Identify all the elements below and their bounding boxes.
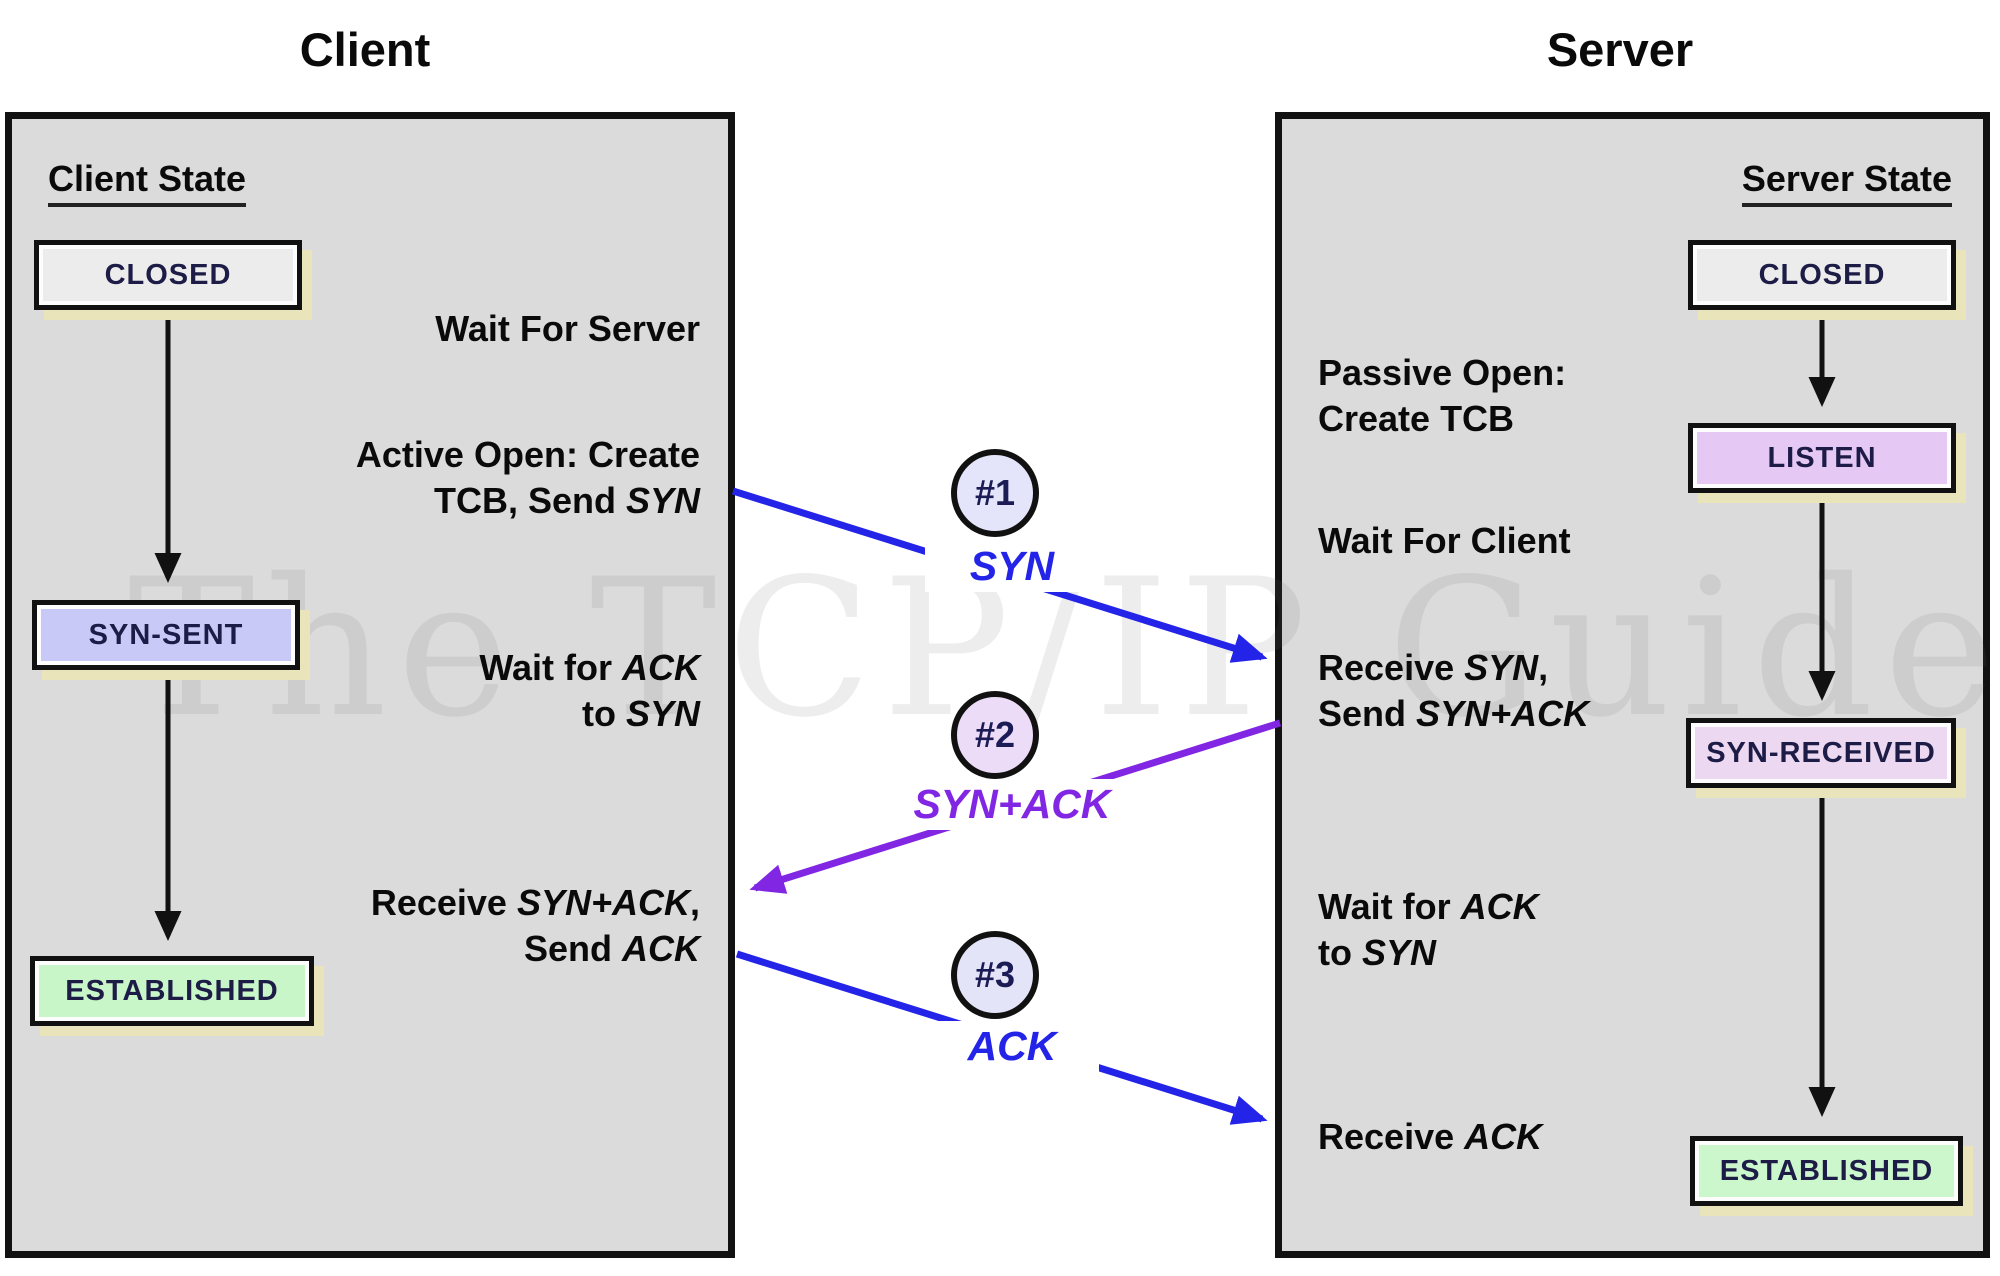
- annotation-text-segment: ACK: [1464, 1116, 1543, 1157]
- annotation-text-segment: Receive: [1318, 647, 1465, 688]
- message-1-label: SYN: [925, 541, 1099, 592]
- server-state-closed-label: CLOSED: [1697, 249, 1947, 301]
- client-state-syn-sent: SYN-SENT: [32, 600, 300, 670]
- annotation-text-segment: Create TCB: [1318, 398, 1515, 440]
- server-state-header: Server State: [1741, 158, 1952, 207]
- annotation-text-segment: SYN+ACK: [1416, 693, 1590, 735]
- annotation-text-segment: Passive Open:: [1318, 352, 1567, 393]
- annotation-text-segment: ACK: [622, 928, 700, 970]
- client-annotation-wait-for-ack: Wait for ACK to SYN: [479, 645, 700, 737]
- server-annotation-passive-open: Passive Open: Create TCB: [1318, 350, 1566, 442]
- client-state-header: Client State: [48, 158, 247, 207]
- message-2-label: SYN+ACK: [880, 779, 1144, 830]
- annotation-text-segment: ,: [1538, 647, 1549, 688]
- message-2-circle: #2: [951, 691, 1039, 779]
- client-state-established-label: ESTABLISHED: [39, 965, 305, 1017]
- server-state-listen-label: LISTEN: [1697, 432, 1947, 484]
- annotation-text-segment: Send: [523, 928, 622, 970]
- annotation-text-segment: SYN: [625, 480, 700, 522]
- server-title: Server: [1546, 23, 1694, 76]
- client-state-established: ESTABLISHED: [30, 956, 314, 1026]
- server-state-established-label: ESTABLISHED: [1699, 1145, 1954, 1197]
- server-annotation-wait-for-client: Wait For Client: [1318, 518, 1571, 564]
- server-state-syn-received: SYN-RECEIVED: [1686, 718, 1956, 788]
- server-state-syn-received-label: SYN-RECEIVED: [1695, 727, 1947, 779]
- annotation-text-segment: Receive: [1318, 1116, 1465, 1157]
- annotation-text-segment: Wait for: [1318, 886, 1461, 927]
- annotation-text-segment: Send: [1318, 693, 1417, 735]
- client-state-syn-sent-label: SYN-SENT: [41, 609, 291, 661]
- client-annotation-receive-synack: Receive SYN+ACK, Send ACK: [371, 880, 700, 972]
- client-annotation-wait-for-server: Wait For Server: [435, 306, 700, 352]
- server-annotation-wait-for-ack: Wait for ACK to SYN: [1318, 884, 1539, 976]
- client-title: Client: [299, 23, 431, 76]
- annotation-text-segment: Active Open: Create: [355, 434, 700, 475]
- annotation-text-segment: to: [581, 693, 626, 735]
- server-state-closed: CLOSED: [1688, 240, 1956, 310]
- client-state-closed-label: CLOSED: [43, 249, 293, 301]
- annotation-text-segment: ACK: [1460, 886, 1539, 927]
- annotation-text-segment: SYN: [1464, 647, 1539, 688]
- annotation-text-segment: SYN+ACK: [516, 882, 690, 923]
- annotation-text-segment: SYN: [1361, 932, 1437, 974]
- annotation-text-segment: Wait For Server: [435, 308, 700, 349]
- annotation-text-segment: TCB, Send: [433, 480, 626, 522]
- server-state-established: ESTABLISHED: [1690, 1136, 1963, 1206]
- annotation-text-segment: Receive: [370, 882, 517, 923]
- annotation-text-segment: SYN: [625, 693, 700, 735]
- message-3-circle: #3: [951, 931, 1039, 1019]
- annotation-text-segment: Wait for: [479, 647, 622, 688]
- message-3-label: ACK: [925, 1021, 1099, 1072]
- message-1-circle: #1: [951, 449, 1039, 537]
- annotation-text-segment: to: [1318, 932, 1362, 974]
- annotation-text-segment: ,: [689, 882, 700, 923]
- server-annotation-receive-syn: Receive SYN, Send SYN+ACK: [1318, 645, 1589, 737]
- client-state-closed: CLOSED: [34, 240, 302, 310]
- server-annotation-receive-ack: Receive ACK: [1318, 1114, 1542, 1160]
- server-state-listen: LISTEN: [1688, 423, 1956, 493]
- annotation-text-segment: ACK: [622, 647, 700, 688]
- annotation-text-segment: Wait For Client: [1318, 520, 1571, 561]
